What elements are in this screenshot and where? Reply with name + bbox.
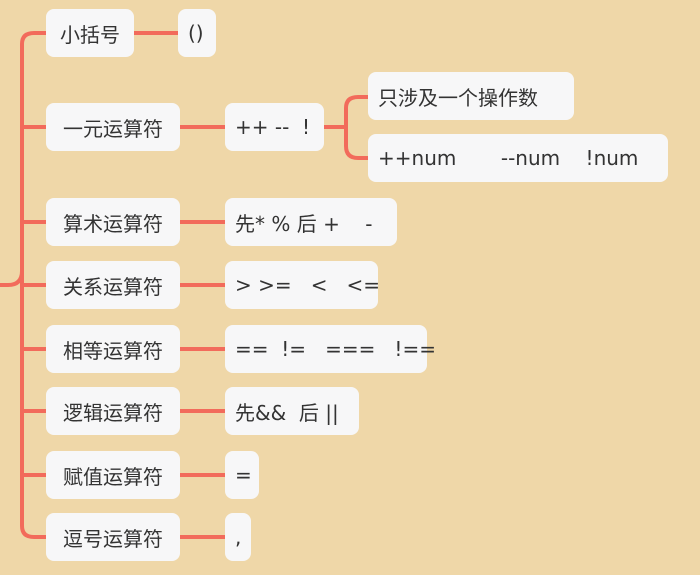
category-node-comma[interactable]: 逗号运算符 — [46, 513, 180, 561]
category-node-relational[interactable]: 关系运算符 — [46, 261, 180, 309]
value-node-equality[interactable]: == != === !== — [225, 325, 436, 373]
value-node-arithmetic[interactable]: 先* % 后 + - — [225, 198, 397, 246]
category-node-logical[interactable]: 逻辑运算符 — [46, 387, 180, 435]
category-node-assignment[interactable]: 赋值运算符 — [46, 451, 180, 499]
value-node-relational[interactable]: > >= < <= — [225, 261, 380, 309]
unary-child-examples[interactable]: ++num --num !num — [368, 134, 668, 182]
value-node-comma[interactable]: , — [225, 513, 251, 561]
value-node-logical[interactable]: 先&& 后 || — [225, 387, 359, 435]
unary-child-description[interactable]: 只涉及一个操作数 — [368, 72, 574, 120]
category-node-arithmetic[interactable]: 算术运算符 — [46, 198, 180, 246]
main-spine — [20, 31, 48, 539]
value-node-unary[interactable]: ++ -- ! — [225, 103, 324, 151]
child-fork — [322, 95, 370, 160]
category-node-unary[interactable]: 一元运算符 — [46, 103, 180, 151]
category-node-parentheses[interactable]: 小括号 — [46, 9, 134, 57]
value-node-assignment[interactable]: = — [225, 451, 259, 499]
value-node-parentheses[interactable]: () — [178, 9, 216, 57]
category-node-equality[interactable]: 相等运算符 — [46, 325, 180, 373]
root-connector — [0, 269, 24, 287]
